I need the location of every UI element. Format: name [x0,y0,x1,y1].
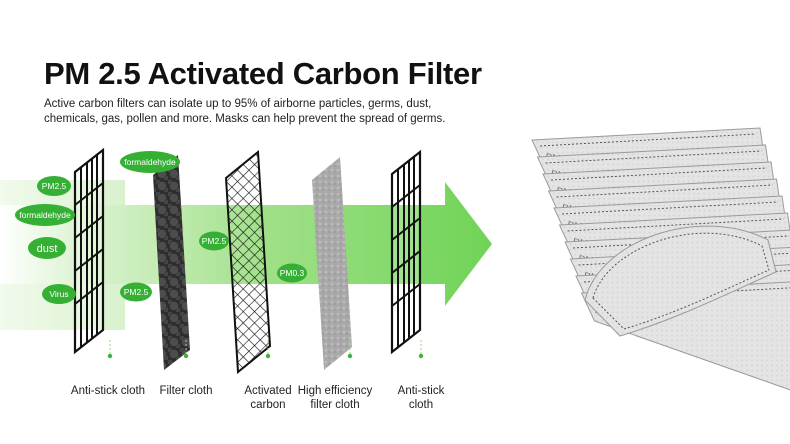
svg-text:formaldehyde: formaldehyde [19,210,71,220]
label-line: filter cloth [310,399,360,411]
label-line: cloth [408,399,434,411]
label-anti-stick-cloth-left: Anti-stick cloth [33,384,183,398]
label-line: carbon [250,399,286,411]
leader-dot [183,353,189,359]
leader-lines [109,340,422,355]
label-line: Activated [244,385,292,397]
label-activated-carbon: Activated carbon [213,384,323,412]
layer-high-efficiency-filter-cloth [312,157,352,370]
label-filter-cloth: Filter cloth [131,384,241,398]
svg-text:formaldehyde: formaldehyde [124,157,176,167]
bubble-formaldehyde-b: formaldehyde [120,151,180,173]
label-high-efficiency-filter-cloth: High efficiency filter cloth [275,384,395,412]
bubble-pm25-a: PM2.5 [37,176,71,196]
svg-text:Virus: Virus [49,289,68,299]
filter-pad-front [584,225,777,337]
layer-filter-cloth [153,155,190,370]
label-anti-stick-cloth-right: Anti-stick cloth [376,384,466,412]
label-line: High efficiency [297,385,373,397]
layer-activated-carbon [224,149,272,375]
leader-dot [418,353,424,359]
bubble-pm03: PM0.3 [277,263,307,283]
label-line: Anti-stick cloth [70,385,146,397]
svg-text:PM2.5: PM2.5 [202,236,227,246]
leader-dot [265,353,271,359]
description: Active carbon filters can isolate up to … [44,98,446,125]
svg-text:PM2.5: PM2.5 [42,181,67,191]
leader-dot [347,353,353,359]
bubble-dust: dust [28,237,66,259]
layer-anti-stick-cloth-right [390,149,422,355]
svg-text:dust: dust [37,243,58,255]
label-line: Anti-stick [397,385,445,397]
leader-dot [107,353,113,359]
page-title: PM 2.5 Activated Carbon Filter [44,56,482,91]
layer-anti-stick-cloth-left [73,147,105,355]
label-line: Filter cloth [159,385,213,397]
bubble-pm25-b: PM2.5 [120,282,152,302]
svg-text:PM2.5: PM2.5 [124,287,149,297]
bubble-formaldehyde-a: formaldehyde [15,204,75,226]
bubble-pm25-c: PM2.5 [199,231,229,251]
svg-text:PM0.3: PM0.3 [280,268,305,278]
filter-pad-stack: PM2.5PM2.5PM2.5PM2.5PM2.5PM2.5PM2.5PM2.5… [531,127,790,391]
bubble-virus: Virus [42,284,76,304]
